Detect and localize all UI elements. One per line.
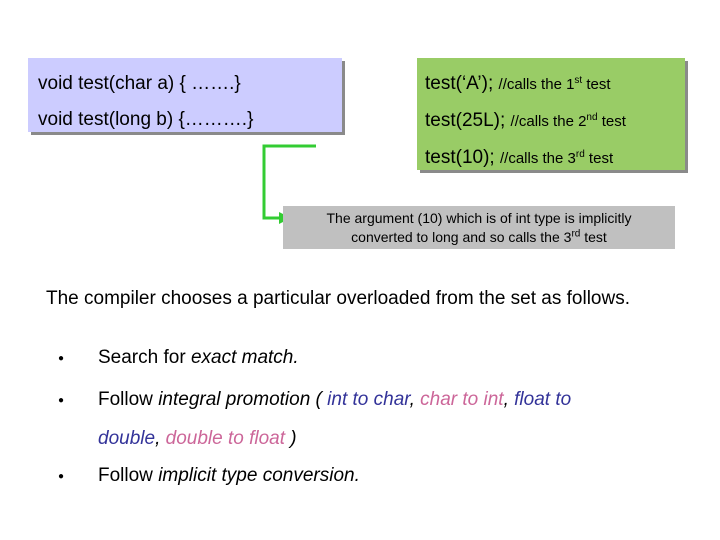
call-3-comment: //calls the 3rd test <box>499 149 614 168</box>
bullet-integral-promotion-cont: double, double to float ) <box>98 428 297 449</box>
call-1-code: test(‘A’); <box>425 73 494 94</box>
bullet-integral-promotion: Follow integral promotion ( int to char,… <box>98 389 572 410</box>
bullet-exact-match: Search for exact match. <box>98 347 299 368</box>
note-line-2: converted to long and so calls the 3rd t… <box>351 228 607 245</box>
explanation-note: The argument (10) which is of int type i… <box>283 206 675 249</box>
intro-paragraph: The compiler chooses a particular overlo… <box>46 288 630 309</box>
filled-circle-icon: ● <box>58 471 65 482</box>
call-2-comment: //calls the 2nd test <box>510 112 626 131</box>
connector-line <box>262 144 316 220</box>
declaration-char: void test(char a) { …….} <box>38 73 241 94</box>
bullet-implicit-conversion: Follow implicit type conversion. <box>98 465 360 486</box>
function-calls-box: test(‘A’); //calls the 1st test test(25L… <box>417 58 685 170</box>
filled-circle-icon: ● <box>58 395 65 406</box>
call-line-3: test(10); //calls the 3rd test <box>425 140 685 177</box>
call-2-code: test(25L); <box>425 110 506 131</box>
call-line-2: test(25L); //calls the 2nd test <box>425 103 685 140</box>
call-1-comment: //calls the 1st test <box>498 75 611 94</box>
note-line-1: The argument (10) which is of int type i… <box>326 210 632 226</box>
call-3-code: test(10); <box>425 147 495 168</box>
filled-circle-icon: ● <box>58 353 65 364</box>
overload-declarations-box: void test(char a) { …….} void test(long … <box>28 58 342 132</box>
call-line-1: test(‘A’); //calls the 1st test <box>425 66 685 103</box>
declaration-long: void test(long b) {……….} <box>38 109 254 130</box>
